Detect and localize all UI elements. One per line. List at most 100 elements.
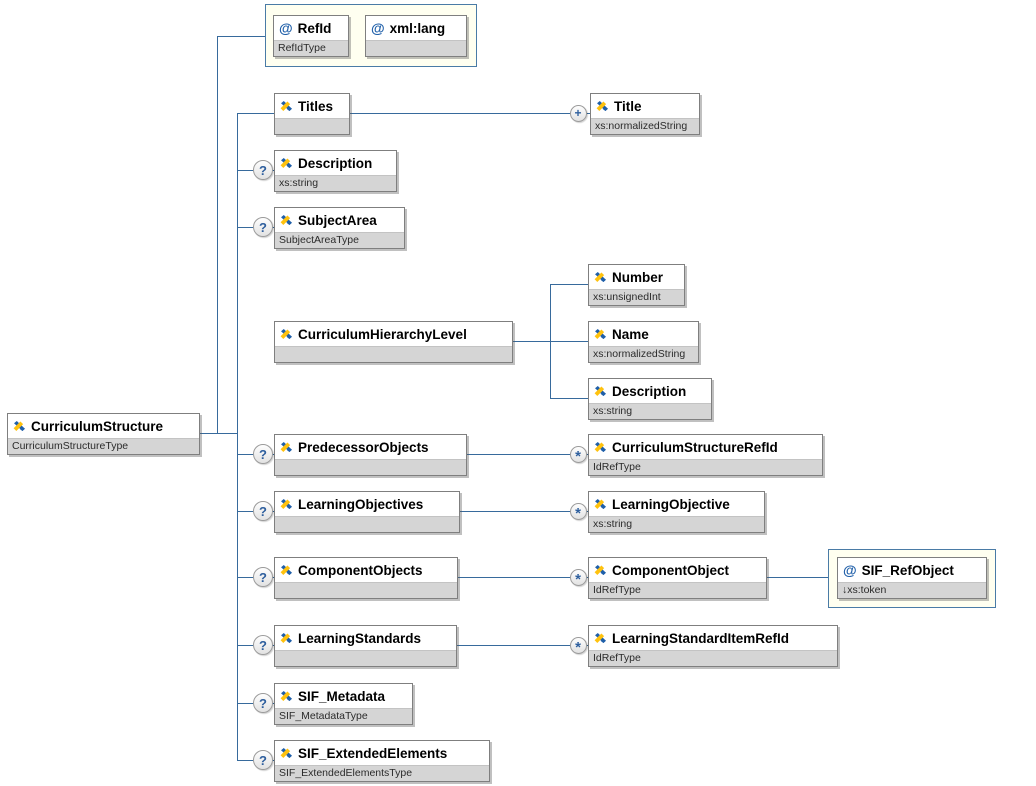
element-header: ComponentObject	[589, 558, 766, 582]
element-type: IdRefType	[589, 650, 837, 666]
element-icon	[594, 272, 607, 282]
element-type: xs:string	[275, 175, 396, 191]
badge-glyph: *	[575, 571, 581, 588]
attribute-box-refid[interactable]: @ RefId RefIdType	[273, 15, 349, 57]
element-label: Title	[614, 98, 642, 114]
element-icon	[594, 633, 607, 643]
element-type: xs:string	[589, 403, 711, 419]
element-box-number[interactable]: Number xs:unsignedInt	[588, 264, 685, 306]
element-icon	[13, 421, 26, 431]
element-box-curriculum-structure-refid[interactable]: CurriculumStructureRefId IdRefType	[588, 434, 823, 476]
element-box-sif-extended-elements[interactable]: SIF_ExtendedElements SIF_ExtendedElement…	[274, 740, 490, 782]
attribute-header: @ SIF_RefObject	[838, 558, 986, 582]
element-label: LearningStandardItemRefId	[612, 630, 790, 646]
element-icon	[594, 386, 607, 396]
attribute-header: @ xml:lang	[366, 16, 466, 40]
element-header: CurriculumStructureRefId	[589, 435, 822, 459]
element-box-description[interactable]: Description xs:string	[274, 150, 397, 192]
badge-glyph: ?	[259, 752, 267, 768]
element-icon	[280, 748, 293, 758]
element-icon	[594, 442, 607, 452]
badge-glyph: ?	[259, 503, 267, 519]
element-icon	[280, 158, 293, 168]
element-header: SIF_ExtendedElements	[275, 741, 489, 765]
element-box-subject-area[interactable]: SubjectArea SubjectAreaType	[274, 207, 405, 249]
attribute-at-icon: @	[279, 20, 293, 36]
element-icon	[280, 633, 293, 643]
element-type: xs:normalizedString	[591, 118, 699, 134]
element-icon	[594, 499, 607, 509]
connector-line	[550, 398, 588, 399]
element-icon	[280, 499, 293, 509]
attribute-box-xml-lang[interactable]: @ xml:lang	[365, 15, 467, 57]
element-header: Title	[591, 94, 699, 118]
attribute-type: RefIdType	[274, 40, 348, 56]
element-header: LearningObjectives	[275, 492, 459, 516]
attribute-label: SIF_RefObject	[861, 562, 954, 578]
connector-line	[237, 113, 238, 760]
element-box-hierarchy-description[interactable]: Description xs:string	[588, 378, 712, 420]
element-box-learning-objective[interactable]: LearningObjective xs:string	[588, 491, 765, 533]
zero-or-more-badge: *	[569, 502, 587, 522]
zero-or-more-badge: *	[569, 636, 587, 656]
element-box-sif-metadata[interactable]: SIF_Metadata SIF_MetadataType	[274, 683, 413, 725]
element-label: LearningObjective	[612, 496, 730, 512]
element-box-component-object[interactable]: ComponentObject IdRefType	[588, 557, 767, 599]
badge-glyph: *	[575, 505, 581, 522]
element-type: xs:normalizedString	[589, 346, 698, 362]
attribute-at-icon: @	[843, 562, 857, 578]
element-type	[275, 516, 459, 532]
element-header: SIF_Metadata	[275, 684, 412, 708]
optional-badge: ?	[253, 501, 273, 521]
element-label: Number	[612, 269, 664, 285]
element-box-learning-objectives[interactable]: LearningObjectives	[274, 491, 460, 533]
element-box-learning-standard-item-refid[interactable]: LearningStandardItemRefId IdRefType	[588, 625, 838, 667]
optional-badge: ?	[253, 693, 273, 713]
element-box-name[interactable]: Name xs:normalizedString	[588, 321, 699, 363]
element-header: LearningObjective	[589, 492, 764, 516]
element-type: SubjectAreaType	[275, 232, 404, 248]
element-icon	[594, 329, 607, 339]
badge-glyph: ?	[259, 569, 267, 585]
element-label: Description	[298, 155, 373, 171]
element-label: SIF_ExtendedElements	[298, 745, 448, 761]
element-label: Description	[612, 383, 687, 399]
element-header: CurriculumHierarchyLevel	[275, 322, 512, 346]
element-icon	[280, 565, 293, 575]
element-label: ComponentObject	[612, 562, 729, 578]
element-label: SIF_Metadata	[298, 688, 386, 704]
zero-or-more-badge: *	[569, 445, 587, 465]
attribute-box-sif-refobject[interactable]: @ SIF_RefObject ↓xs:token	[837, 557, 987, 599]
connector-line	[457, 645, 588, 646]
connector-line	[550, 341, 588, 342]
element-box-component-objects[interactable]: ComponentObjects	[274, 557, 458, 599]
zero-or-more-badge: *	[569, 568, 587, 588]
element-icon	[280, 691, 293, 701]
element-type	[275, 346, 512, 362]
attribute-type	[366, 40, 466, 56]
element-header: ComponentObjects	[275, 558, 457, 582]
optional-badge: ?	[253, 160, 273, 180]
optional-badge: ?	[253, 444, 273, 464]
connector-line	[767, 577, 828, 578]
element-box-learning-standards[interactable]: LearningStandards	[274, 625, 457, 667]
element-type: xs:string	[589, 516, 764, 532]
element-header: Number	[589, 265, 684, 289]
badge-glyph: ?	[259, 695, 267, 711]
connector-line	[217, 36, 265, 37]
element-box-titles[interactable]: Titles	[274, 93, 350, 135]
badge-glyph: ?	[259, 219, 267, 235]
element-header: Name	[589, 322, 698, 346]
element-box-curriculum-hierarchy-level[interactable]: CurriculumHierarchyLevel	[274, 321, 513, 363]
element-box-curriculum-structure[interactable]: CurriculumStructure CurriculumStructureT…	[7, 413, 200, 455]
optional-badge: ?	[253, 217, 273, 237]
element-label: LearningObjectives	[298, 496, 424, 512]
element-header: Description	[589, 379, 711, 403]
attribute-type: ↓xs:token	[838, 582, 986, 598]
element-icon	[280, 215, 293, 225]
connector-line	[467, 454, 588, 455]
element-box-title[interactable]: Title xs:normalizedString	[590, 93, 700, 135]
connector-line	[237, 113, 274, 114]
element-box-predecessor-objects[interactable]: PredecessorObjects	[274, 434, 467, 476]
element-header: SubjectArea	[275, 208, 404, 232]
